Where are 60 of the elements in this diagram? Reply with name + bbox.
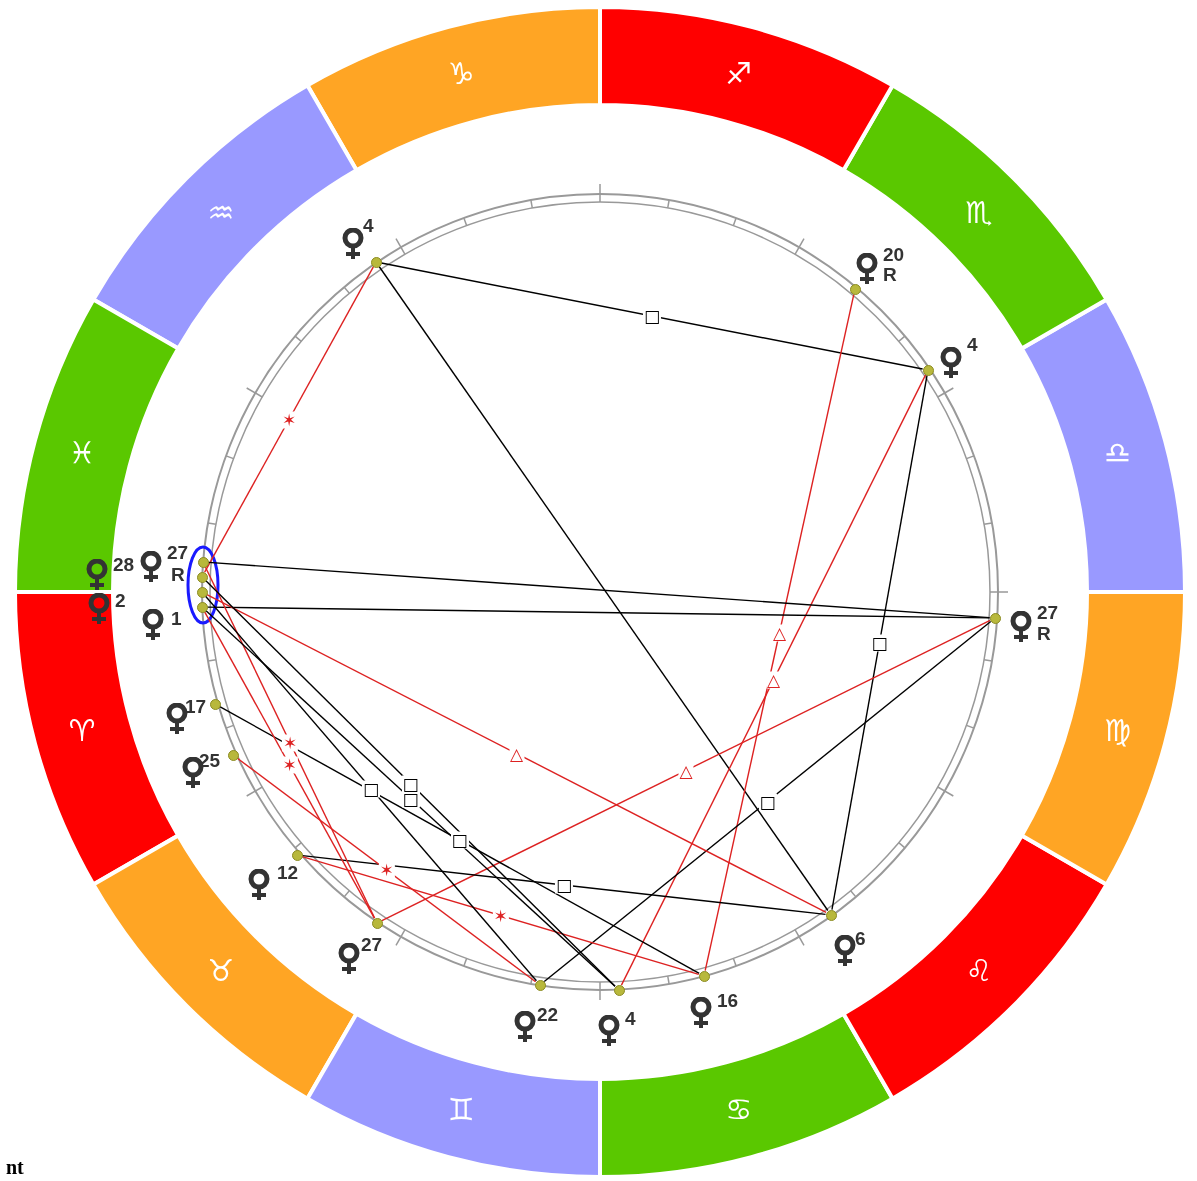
aspect-line [207, 561, 991, 619]
degree-label: 16 [717, 991, 739, 1010]
retrograde-mark: R [1037, 624, 1051, 643]
degree-label: 27 [167, 543, 189, 562]
degree-label: 27 [1037, 603, 1059, 622]
aspect-line [206, 593, 827, 914]
zodiac-sign-symbol: ♉ [207, 956, 235, 986]
retrograde-mark: R [171, 565, 185, 584]
aspect-symbol: □ [870, 634, 889, 651]
aspect-symbol: △ [765, 671, 782, 689]
aspect-line [378, 265, 829, 912]
degree-label: 22 [537, 1005, 559, 1024]
degree-label: 4 [363, 216, 374, 235]
zodiac-sign-symbol: ♊ [447, 1094, 475, 1125]
cut-off-text: nt [6, 1156, 24, 1179]
zodiac-sign-symbol: ♎ [1104, 438, 1132, 469]
aspect-symbol: □ [401, 775, 420, 792]
aspect-symbol: □ [758, 793, 777, 810]
degree-label: 20 [883, 245, 905, 264]
aspect-line [203, 266, 375, 573]
aspect-symbol: ✶ [281, 734, 299, 751]
zodiac-sign-symbol: ♒ [207, 198, 235, 228]
aspect-symbol: ✶ [281, 756, 298, 774]
zodiac-sign-symbol: ♏ [965, 198, 993, 228]
aspect-line [831, 374, 928, 911]
zodiac-sign-symbol: ♍ [1104, 715, 1132, 746]
zodiac-sign-symbol: ♐ [725, 59, 753, 90]
aspect-line [380, 262, 924, 370]
aspect-line [620, 374, 927, 986]
aspect-line [381, 619, 991, 922]
aspect-line [543, 620, 992, 983]
aspect-symbol: ✶ [378, 861, 395, 879]
aspect-line [206, 606, 991, 619]
zodiac-sign-symbol: ♑ [447, 59, 475, 90]
aspect-line [301, 854, 827, 916]
degree-label: 4 [625, 1009, 636, 1028]
aspect-symbol: ✶ [492, 907, 509, 924]
degree-label: 27 [361, 935, 383, 954]
degree-label: 2 [115, 591, 126, 610]
zodiac-sign-symbol: ♈ [68, 715, 96, 746]
degree-label: 17 [185, 697, 207, 716]
degree-label: 6 [855, 929, 866, 948]
aspect-line [236, 757, 537, 983]
aspect-symbol: △ [508, 745, 525, 762]
degree-label: 1 [171, 609, 182, 628]
zodiac-sign-symbol: ♓ [68, 438, 96, 469]
aspect-line [704, 293, 855, 972]
aspect-symbol: □ [450, 831, 469, 849]
aspect-symbol: □ [361, 780, 381, 797]
zodiac-sign-symbol: ♌ [965, 956, 993, 986]
degree-label: 4 [967, 335, 978, 354]
aspect-symbol: ✶ [280, 411, 298, 428]
aspect-symbol: △ [771, 624, 788, 641]
aspect-line [204, 595, 538, 982]
degree-label: 28 [113, 555, 135, 574]
zodiac-sign-symbol: ♋ [725, 1094, 753, 1125]
retrograde-mark: R [883, 265, 897, 284]
aspect-line [219, 705, 700, 975]
aspect-line [301, 855, 700, 976]
degree-label: 12 [277, 863, 299, 882]
